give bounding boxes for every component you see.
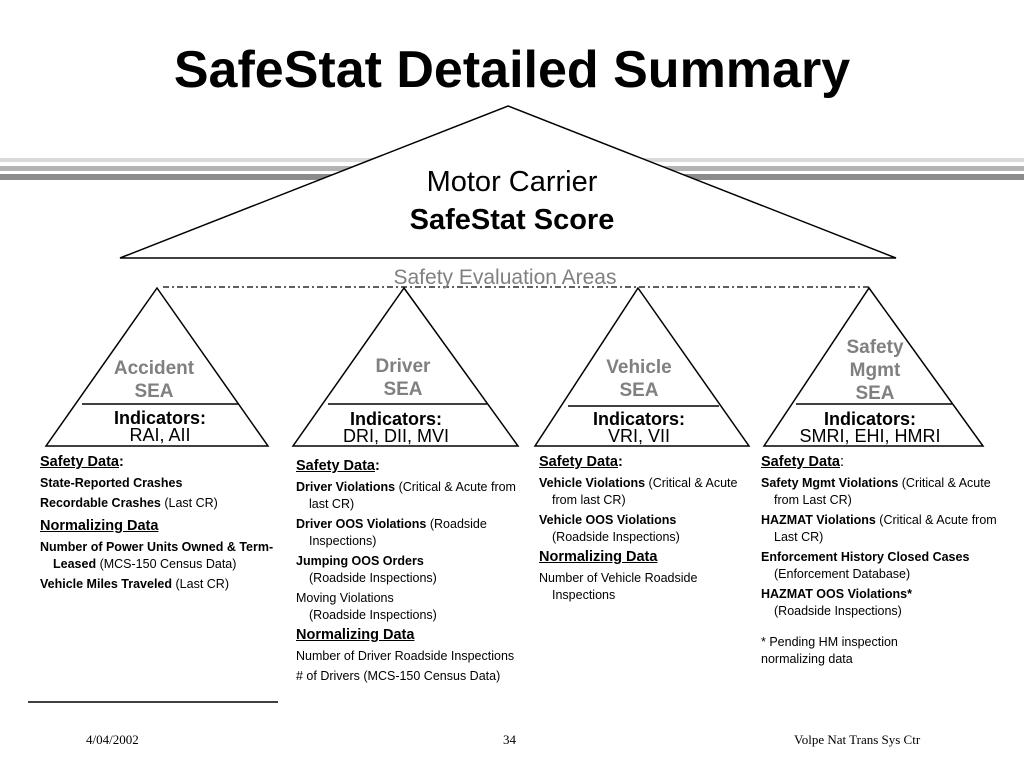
pending-note: * Pending HM inspection normalizing data <box>761 635 898 666</box>
footer-date: 4/04/2002 <box>86 732 139 747</box>
safety-mgmt-sea-label: Safety Mgmt SEA <box>846 337 904 404</box>
safety-mgmt-indicators: Indicators: SMRI, EHI, HMRI <box>799 409 941 446</box>
list-item: Vehicle OOS Violations(Roadside Inspecti… <box>539 513 680 544</box>
safety-data-heading: Safety Data <box>761 454 840 470</box>
vehicle-details: Safety Data: Vehicle Violations (Critica… <box>539 454 744 607</box>
accident-sea-triangle <box>44 286 270 447</box>
safety-mgmt-details: Safety Data: Safety Mgmt Violations (Cri… <box>761 454 1001 668</box>
vehicle-sea-label: Vehicle SEA <box>606 357 672 401</box>
list-item: Recordable Crashes (Last CR) <box>40 496 218 510</box>
accident-details: Safety Data: State-Reported Crashes Reco… <box>40 454 280 596</box>
normalizing-data-heading: Normalizing Data <box>296 627 415 643</box>
top-score-line1: Motor Carrier <box>426 166 598 198</box>
driver-details: Safety Data: Driver Violations (Critical… <box>296 458 521 688</box>
list-item: Driver Violations (Critical & Acute from… <box>296 480 516 511</box>
list-item: Vehicle Miles Traveled (Last CR) <box>40 577 229 591</box>
safety-mgmt-sea-triangle <box>762 286 985 447</box>
list-item: Driver OOS Violations (Roadside Inspecti… <box>296 517 487 548</box>
safety-data-heading: Safety Data <box>40 454 119 470</box>
list-item: Number of Power Units Owned & Term-Lease… <box>40 540 274 571</box>
slide-title: SafeStat Detailed Summary <box>173 41 851 99</box>
normalizing-data-heading: Normalizing Data <box>40 518 159 534</box>
driver-indicators: Indicators: DRI, DII, MVI <box>342 409 449 446</box>
safety-data-heading: Safety Data <box>539 454 618 470</box>
driver-sea-label: Driver SEA <box>375 356 431 400</box>
accident-sea-label: Accident SEA <box>113 358 195 402</box>
list-item: Enforcement History Closed Cases(Enforce… <box>761 550 970 581</box>
footer-page-number: 34 <box>503 732 516 747</box>
footer-organization: Volpe Nat Trans Sys Ctr <box>794 732 921 747</box>
vehicle-indicators: Indicators: VRI, VII <box>592 409 685 446</box>
top-score-triangle <box>119 105 897 259</box>
list-item: HAZMAT OOS Violations*(Roadside Inspecti… <box>761 587 912 618</box>
list-item: Jumping OOS Orders(Roadside Inspections) <box>296 554 437 585</box>
list-item: Moving Violations(Roadside Inspections) <box>296 591 437 622</box>
list-item: Number of Vehicle Roadside Inspections <box>539 571 698 602</box>
top-score-line2: SafeStat Score <box>409 204 615 236</box>
list-item: Vehicle Violations (Critical & Acute fro… <box>539 476 738 507</box>
list-item: Safety Mgmt Violations (Critical & Acute… <box>761 476 991 507</box>
driver-sea-triangle <box>291 286 520 447</box>
safety-data-heading: Safety Data <box>296 458 375 474</box>
list-item: State-Reported Crashes <box>40 476 183 490</box>
list-item: HAZMAT Violations (Critical & Acute from… <box>761 513 997 544</box>
list-item: Number of Driver Roadside Inspections <box>296 649 515 663</box>
list-item: # of Drivers (MCS-150 Census Data) <box>296 669 501 683</box>
normalizing-data-heading: Normalizing Data <box>539 549 658 565</box>
sea-label: Safety Evaluation Areas <box>393 266 617 289</box>
accident-indicators: Indicators: RAI, AII <box>113 408 206 445</box>
